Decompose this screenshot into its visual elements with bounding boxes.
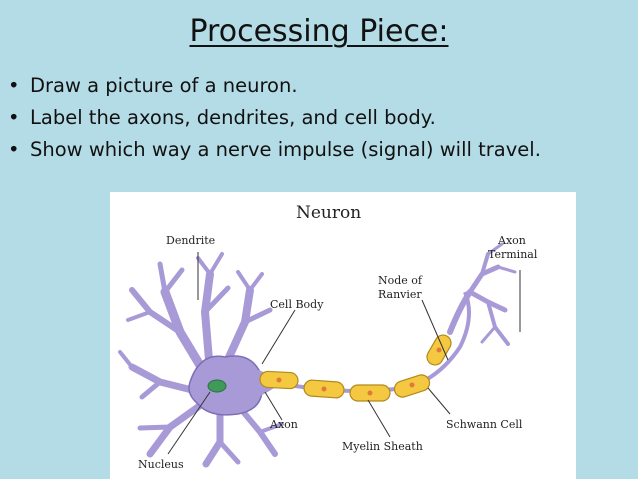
neuron-diagram: Neuron — [110, 192, 576, 479]
bullet-list: • Draw a picture of a neuron. • Label the … — [8, 70, 541, 166]
label-axon-terminal-line1: Axon — [497, 234, 526, 247]
bullet-text: Draw a picture of a neuron. — [30, 74, 298, 97]
label-schwann-cell: Schwann Cell — [446, 418, 523, 431]
bullet-dot-icon: • — [8, 138, 20, 161]
bullet-item: • Label the axons, dendrites, and cell bo… — [8, 102, 541, 134]
dendrite-branches — [118, 252, 284, 468]
nucleus — [207, 379, 227, 393]
bullet-dot-icon: • — [8, 74, 20, 97]
label-myelin-sheath: Myelin Sheath — [342, 440, 423, 453]
myelin-nuclei — [276, 347, 442, 396]
myelin-segments — [259, 334, 452, 402]
label-dendrite: Dendrite — [166, 234, 215, 247]
diagram-title: Neuron — [296, 203, 361, 223]
bullet-dot-icon: • — [8, 106, 20, 129]
label-axon: Axon — [269, 418, 298, 431]
bullet-item: • Draw a picture of a neuron. — [8, 70, 541, 102]
label-axon-terminal-line2: Terminal — [488, 248, 538, 261]
slide-title: Processing Piece: — [0, 12, 638, 52]
axon-terminal-branches — [447, 242, 517, 346]
slide-title-text: Processing Piece: — [189, 14, 449, 49]
leader-lines — [167, 252, 521, 455]
bullet-item: • Show which way a nerve impulse (signal)… — [8, 134, 541, 166]
bullet-text: Label the axons, dendrites, and cell bod… — [30, 106, 436, 129]
label-cell-body: Cell Body — [270, 298, 324, 311]
label-nucleus: Nucleus — [138, 458, 184, 471]
neuron-svg: Neuron — [118, 203, 538, 471]
bullet-text: Show which way a nerve impulse (signal) … — [30, 138, 541, 161]
label-node-of-ranvier-line2: Ranvier — [378, 288, 422, 301]
label-node-of-ranvier-line1: Node of — [378, 274, 423, 287]
